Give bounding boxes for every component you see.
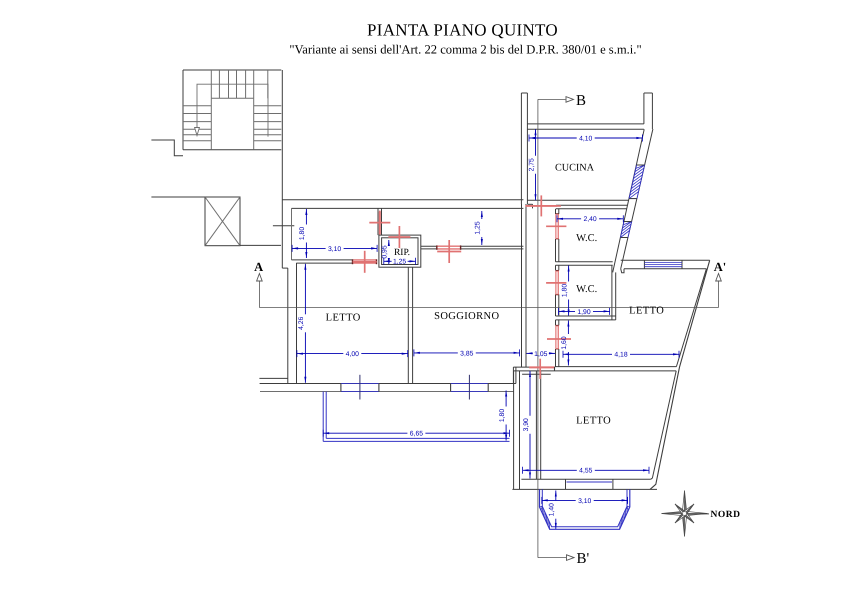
svg-text:W.C.: W.C. (576, 284, 597, 295)
svg-text:1,90: 1,90 (577, 309, 590, 316)
svg-text:1,80: 1,80 (561, 284, 568, 297)
svg-text:LETTO: LETTO (576, 416, 611, 427)
svg-text:3,90: 3,90 (523, 418, 530, 431)
svg-text:"Variante ai sensi dell'Art. 2: "Variante ai sensi dell'Art. 22 comma 2 … (289, 42, 641, 56)
svg-text:SOGGIORNO: SOGGIORNO (434, 311, 499, 322)
svg-text:LETTO: LETTO (326, 312, 361, 323)
svg-text:1,25: 1,25 (475, 221, 482, 234)
svg-text:1,40: 1,40 (549, 503, 556, 516)
svg-text:PIANTA PIANO QUINTO: PIANTA PIANO QUINTO (367, 20, 558, 39)
svg-text:4,18: 4,18 (614, 352, 627, 359)
svg-text:2,40: 2,40 (583, 216, 596, 223)
svg-text:4,26: 4,26 (298, 316, 305, 329)
svg-text:RIP.: RIP. (394, 248, 410, 258)
svg-text:0,95: 0,95 (382, 245, 389, 258)
svg-text:3,85: 3,85 (460, 350, 473, 357)
svg-text:4,55: 4,55 (579, 468, 592, 475)
svg-text:1,05: 1,05 (534, 351, 547, 358)
svg-text:1,80: 1,80 (499, 409, 506, 422)
svg-text:LETTO: LETTO (629, 306, 664, 317)
svg-text:NORD: NORD (711, 510, 741, 520)
svg-text:4,00: 4,00 (346, 351, 359, 358)
svg-text:6,65: 6,65 (410, 431, 423, 438)
svg-text:2,75: 2,75 (528, 158, 535, 171)
svg-text:CUCINA: CUCINA (555, 163, 595, 174)
svg-text:3,10: 3,10 (328, 246, 341, 253)
svg-text:B': B' (577, 551, 590, 567)
svg-text:A: A (254, 260, 263, 274)
svg-text:B: B (576, 93, 586, 109)
svg-text:3,10: 3,10 (578, 498, 591, 505)
svg-text:1,25: 1,25 (393, 259, 406, 266)
svg-text:4,10: 4,10 (579, 135, 592, 142)
svg-text:1,80: 1,80 (299, 227, 306, 240)
svg-text:W.C.: W.C. (576, 233, 597, 244)
svg-text:A': A' (714, 260, 727, 274)
svg-text:1,60: 1,60 (561, 336, 568, 349)
